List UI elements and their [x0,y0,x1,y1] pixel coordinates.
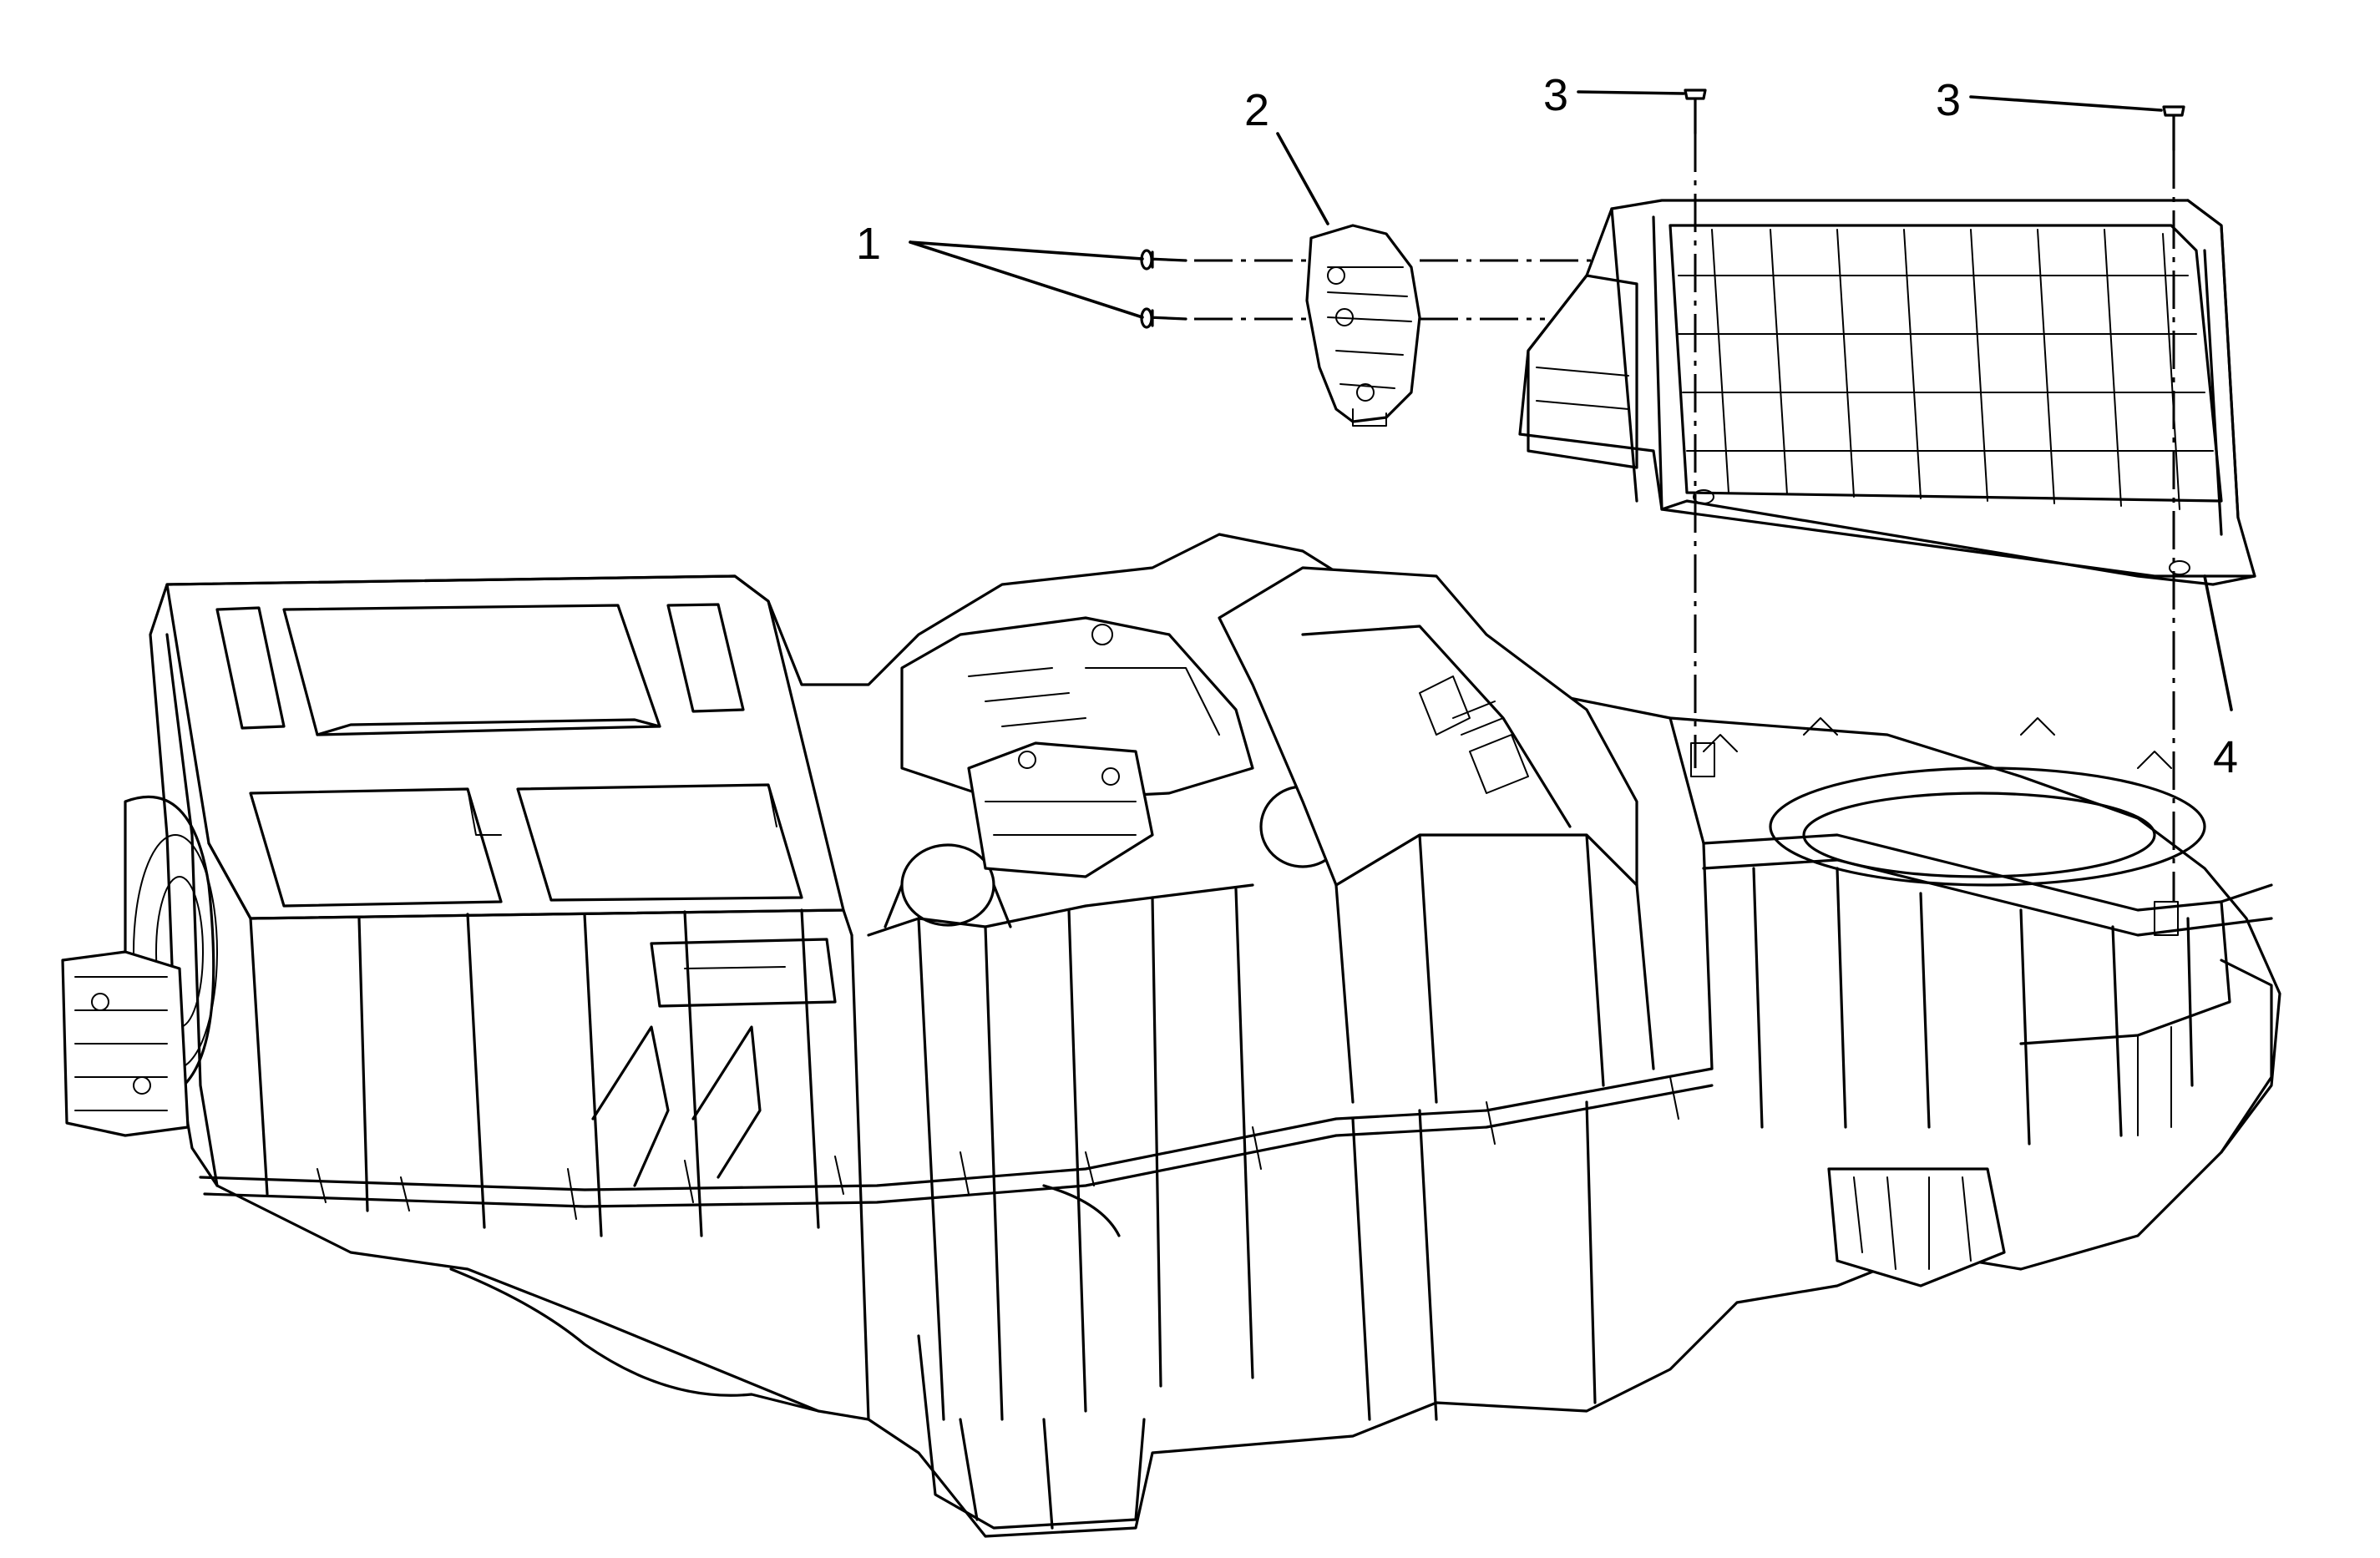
actuator [1305,224,1421,427]
callout-2: 2 [1244,85,1269,135]
callout-labels: 1 2 3 3 4 [856,70,2238,782]
callout-1: 1 [856,219,881,269]
alignment-lines [1194,134,2175,902]
callout-4: 4 [2213,732,2238,782]
screws [1140,89,2185,329]
callout-3-right: 3 [1936,75,1961,125]
hvac-housing [61,533,2281,1538]
leader-lines [909,90,2233,711]
callout-3-left: 3 [1543,70,1568,120]
filter-door-assembly [1518,199,2256,586]
